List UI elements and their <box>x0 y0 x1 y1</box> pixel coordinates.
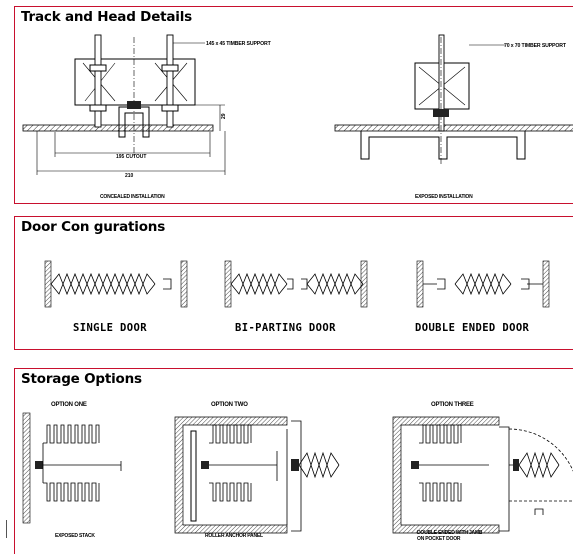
storage-options-title: Storage Options <box>21 371 142 387</box>
option-three-label: OPTION THREE <box>431 402 474 408</box>
track-details-panel: Track and Head Details <box>14 6 573 204</box>
option-three-caption-line1: DOUBLE ENDED WITH JAMB <box>417 530 483 536</box>
cutout-dimension: 195 CUTOUT <box>116 154 146 160</box>
track-details-drawing: 145 x 45 TIMBER SUPPORT 195 CUTOUT 210 2… <box>22 34 573 200</box>
biparting-door-diagram <box>224 260 368 308</box>
option-one-diagram <box>22 412 122 524</box>
option-three-caption-line2: ON POCKET DOOR <box>417 536 461 542</box>
width-dimension: 210 <box>125 173 134 179</box>
door-configurations-title: Door Con gurations <box>21 219 166 235</box>
option-one-caption: EXPOSED STACK <box>55 533 95 539</box>
concealed-support-label: 145 x 45 TIMBER SUPPORT <box>206 41 272 47</box>
exposed-caption: EXPOSED INSTALLATION <box>415 194 473 200</box>
concealed-installation-drawing <box>22 34 226 175</box>
option-one-label: OPTION ONE <box>51 402 87 408</box>
storage-options-drawing: OPTION ONE OPTION TWO OPTION THREE EXPOS… <box>22 402 573 542</box>
text-cursor <box>6 520 7 538</box>
option-three-diagram <box>392 416 573 534</box>
door-configurations-panel: Door Con gurations SINGLE DOOR BI-PARTIN… <box>14 216 573 350</box>
single-door-diagram <box>44 260 188 308</box>
option-two-diagram <box>174 416 340 534</box>
biparting-door-label: BI-PARTING DOOR <box>235 322 336 334</box>
double-ended-door-label: DOUBLE ENDED DOOR <box>415 322 530 334</box>
storage-options-panel: Storage Options OPTION ONE OPTION TWO OP… <box>14 368 573 554</box>
single-door-label: SINGLE DOOR <box>73 322 147 334</box>
concealed-caption: CONCEALED INSTALLATION <box>100 194 165 200</box>
door-configurations-drawing: SINGLE DOOR BI-PARTING DOOR DOUBLE ENDED… <box>44 260 550 334</box>
height-dimension: 29 <box>221 113 227 119</box>
option-two-caption: ROLLER ANCHOR PANEL <box>205 533 263 539</box>
double-ended-door-diagram <box>416 260 550 308</box>
track-details-title: Track and Head Details <box>21 9 193 25</box>
exposed-installation-drawing <box>334 34 573 165</box>
exposed-support-label: 70 x 70 TIMBER SUPPORT <box>504 43 567 49</box>
option-two-label: OPTION TWO <box>211 402 248 408</box>
